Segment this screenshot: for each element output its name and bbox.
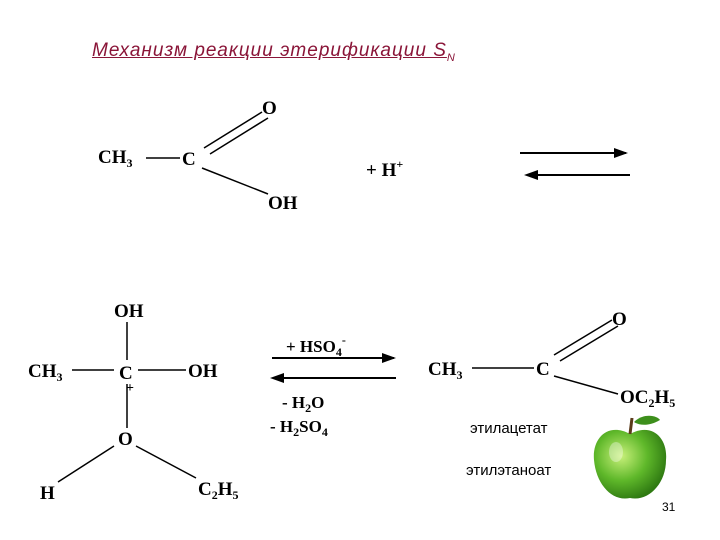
intermediate-ethyl: C2H5 — [198, 479, 239, 502]
reagent-hso4: + HSO4- — [286, 333, 346, 359]
product-ch3: CH3 — [428, 359, 463, 382]
reagent-water: - H2O — [282, 393, 325, 415]
intermediate-charge: + — [126, 381, 134, 396]
reactant-carbon: C — [182, 149, 196, 170]
reactant-carbonyl-oxygen: O — [262, 98, 277, 119]
product-name-ethyl-ethanoate: этилэтаноат — [466, 462, 552, 479]
intermediate-hydrogen: H — [40, 483, 55, 504]
green-apple-icon — [593, 415, 667, 499]
slide-title: Механизм реакции этерификации SN — [92, 40, 456, 64]
proton: + H+ — [366, 157, 404, 181]
reactant-hydroxyl: OH — [268, 193, 298, 214]
product-carbon: C — [536, 359, 550, 380]
intermediate-oh-right: OH — [188, 361, 218, 382]
intermediate-ch3: CH3 — [28, 361, 63, 384]
page-number: 31 — [662, 500, 676, 514]
intermediate-oh-top: OH — [114, 301, 144, 322]
reactant-ch3: CH3 — [98, 147, 133, 170]
product-carbonyl-oxygen: O — [612, 309, 627, 330]
intermediate-carbon: C — [119, 363, 133, 384]
product-name-ethyl-acetate: этилацетат — [470, 420, 548, 437]
intermediate-oxygen: O — [118, 429, 133, 450]
reagent-sulfuric-acid: - H2SO4 — [270, 417, 328, 439]
product-ethoxy: OC2H5 — [620, 387, 676, 410]
